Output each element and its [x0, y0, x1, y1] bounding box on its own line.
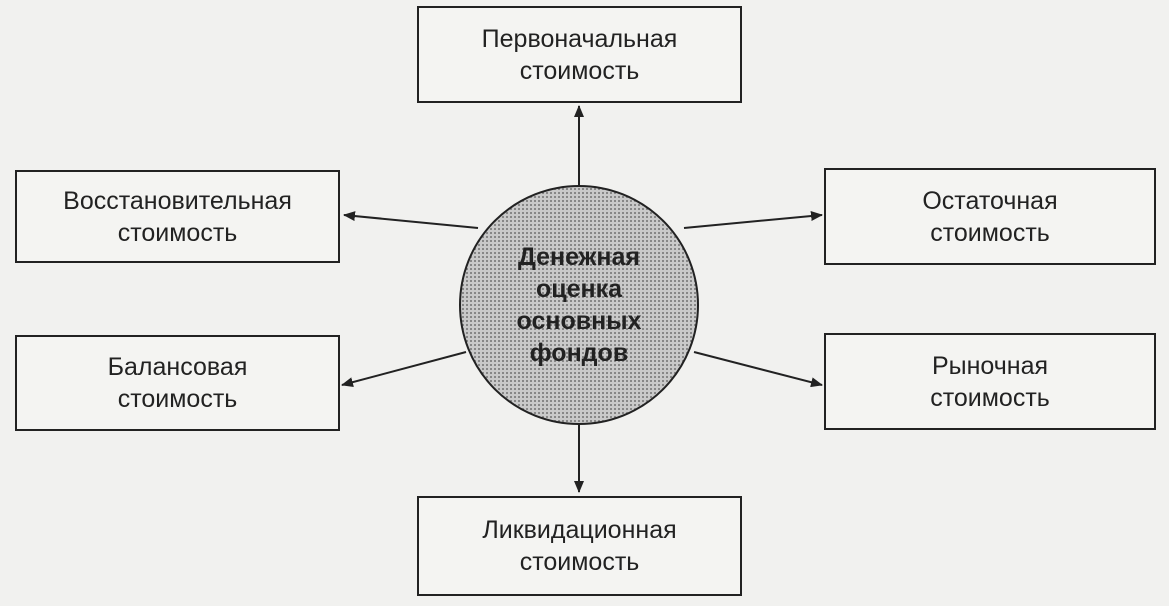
center-label: Денежная оценка основных фондов — [517, 241, 642, 369]
node-market-cost: Рыночная стоимость — [824, 333, 1156, 430]
center-line-1: Денежная — [517, 243, 640, 271]
center-line-3: основных — [516, 307, 642, 335]
node-residual-cost-line1: Остаточная — [922, 186, 1058, 215]
node-replacement-cost-line2: стоимость — [117, 218, 238, 247]
center-line-4: фондов — [529, 339, 629, 367]
node-replacement-cost-line1: Восстановительная — [63, 186, 292, 215]
node-initial-cost-line2: стоимость — [519, 56, 640, 85]
arrow-to-right-bottom — [693, 351, 823, 388]
center-line-2: оценка — [535, 275, 623, 303]
node-residual-cost: Остаточная стоимость — [824, 168, 1156, 265]
arrow-to-left-bottom — [341, 351, 467, 388]
node-initial-cost: Первоначальная стоимость — [417, 6, 742, 103]
node-residual-cost-line2: стоимость — [930, 218, 1050, 247]
arrow-to-left-top — [343, 211, 479, 229]
node-book-cost-line1: Балансовая — [107, 353, 248, 381]
node-initial-cost-line1: Первоначальная — [481, 24, 678, 53]
arrow-to-right-top — [683, 211, 823, 229]
node-replacement-cost: Восстановительная стоимость — [15, 170, 340, 263]
node-market-cost-line1: Рыночная — [931, 351, 1049, 380]
node-liquidation-cost: Ликвидационная стоимость — [417, 496, 742, 596]
center-circle: Денежная оценка основных фондов — [459, 185, 699, 425]
node-liquidation-cost-line1: Ликвидационная — [482, 516, 677, 544]
node-book-cost: Балансовая стоимость — [15, 335, 340, 431]
node-market-cost-line2: стоимость — [930, 383, 1050, 412]
node-book-cost-line2: стоимость — [117, 385, 238, 413]
node-liquidation-cost-line2: стоимость — [519, 548, 640, 576]
